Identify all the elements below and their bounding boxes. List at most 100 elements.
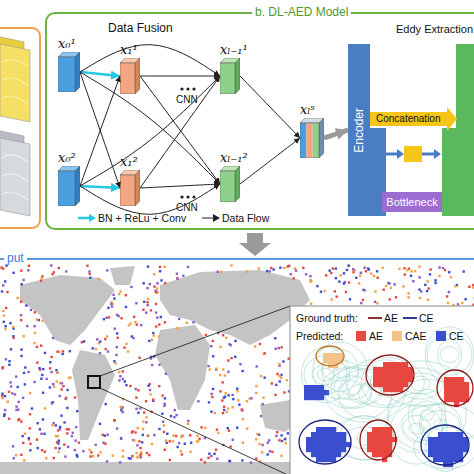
predicted-cell bbox=[388, 377, 393, 382]
eddy-dot bbox=[219, 346, 221, 348]
eddy-dot bbox=[250, 397, 252, 399]
eddy-dot bbox=[266, 453, 268, 455]
eddy-dot bbox=[16, 386, 18, 388]
predicted-cell bbox=[393, 362, 398, 367]
eddy-dot bbox=[10, 348, 12, 350]
predicted-cell bbox=[304, 390, 309, 395]
predicted-cell bbox=[372, 432, 377, 437]
contour-line bbox=[403, 415, 431, 442]
eddy-dot bbox=[450, 276, 452, 278]
eddy-dot bbox=[269, 270, 271, 272]
network-block: Encoder bbox=[348, 44, 370, 216]
predicted-cell bbox=[449, 387, 454, 392]
eddy-dot bbox=[434, 282, 436, 284]
eddy-dot bbox=[230, 264, 232, 266]
ground-truth-outline bbox=[421, 425, 469, 465]
eddy-dot bbox=[328, 269, 330, 271]
cube-shape bbox=[220, 58, 240, 94]
predicted-cell bbox=[328, 358, 333, 363]
eddy-dot bbox=[23, 335, 25, 337]
data-flow-arrow bbox=[140, 76, 220, 77]
eddy-dot bbox=[229, 460, 231, 462]
eddy-dot bbox=[145, 421, 147, 423]
eddy-dot bbox=[10, 385, 12, 387]
predicted-cell bbox=[311, 447, 316, 452]
predicted-cell bbox=[378, 377, 383, 382]
eddy-dot bbox=[263, 376, 265, 378]
eddy-dot bbox=[40, 279, 42, 281]
cube-front bbox=[220, 171, 235, 202]
eddy-dot bbox=[156, 316, 158, 318]
contour-line bbox=[370, 369, 399, 396]
contour-line bbox=[301, 347, 349, 403]
predicted-cell bbox=[453, 457, 458, 462]
predicted-cell bbox=[464, 387, 469, 392]
predicted-cell bbox=[373, 377, 378, 382]
eddy-dot bbox=[176, 327, 178, 329]
eddy-dot bbox=[260, 375, 262, 377]
eddy-dot bbox=[113, 419, 115, 421]
eddy-dot bbox=[116, 427, 118, 429]
eddy-dot bbox=[207, 365, 209, 367]
cube-shape bbox=[120, 58, 140, 94]
eddy-dot bbox=[424, 284, 426, 286]
eddy-dot bbox=[13, 457, 15, 459]
eddy-dot bbox=[22, 442, 24, 444]
eddy-dot bbox=[44, 451, 46, 453]
predicted-cell bbox=[454, 397, 459, 402]
eddy-dot bbox=[12, 326, 14, 328]
predicted-cell bbox=[453, 437, 458, 442]
eddy-dot bbox=[442, 267, 444, 269]
eddy-dot bbox=[175, 435, 177, 437]
eddy-dot bbox=[210, 411, 212, 413]
eddy-dot bbox=[44, 352, 46, 354]
eddy-dot bbox=[208, 368, 210, 370]
eddy-dot bbox=[237, 399, 239, 401]
eddy-dot bbox=[88, 273, 90, 275]
eddy-dot bbox=[151, 339, 153, 341]
predicted-cell bbox=[453, 442, 458, 447]
image-texture bbox=[2, 155, 28, 200]
eddy-dot bbox=[164, 397, 166, 399]
predicted-cell bbox=[372, 452, 377, 457]
eddy-dot bbox=[125, 306, 127, 308]
eddy-dot bbox=[349, 298, 351, 300]
predicted-cell bbox=[309, 395, 314, 400]
eddy-dot bbox=[210, 393, 212, 395]
predicted-cell bbox=[438, 452, 443, 457]
eddy-dot bbox=[227, 427, 229, 429]
eddy-dot bbox=[120, 437, 122, 439]
contour-line bbox=[397, 368, 443, 399]
eddy-dot bbox=[36, 361, 38, 363]
predicted-cell bbox=[393, 387, 398, 392]
eddy-dot bbox=[1, 393, 3, 395]
arrow-head bbox=[397, 149, 404, 159]
eddy-dot bbox=[3, 321, 5, 323]
eddy-dot bbox=[275, 348, 277, 350]
panel-title: put bbox=[4, 252, 27, 264]
ground-truth-outline bbox=[299, 420, 351, 464]
eddy-dot bbox=[229, 445, 231, 447]
predicted-cell bbox=[306, 437, 311, 442]
eddy-dot bbox=[4, 395, 6, 397]
eddy-dot bbox=[94, 444, 96, 446]
eddy-dot bbox=[461, 302, 463, 304]
eddy-dot bbox=[56, 380, 58, 382]
eddy-dot bbox=[262, 396, 264, 398]
predicted-cell bbox=[321, 452, 326, 457]
eddy-dot bbox=[111, 305, 113, 307]
cube-shape bbox=[220, 166, 240, 202]
eddy-dot bbox=[131, 455, 133, 457]
continent bbox=[155, 325, 210, 410]
eddy-dot bbox=[181, 453, 183, 455]
eddy-dot bbox=[302, 267, 304, 269]
eddy-dot bbox=[90, 451, 92, 453]
section-label: Data Fusion bbox=[108, 22, 173, 34]
eddy-dot bbox=[274, 394, 276, 396]
eddy-dot bbox=[457, 303, 459, 305]
eddy-dot bbox=[280, 346, 282, 348]
predicted-cell bbox=[449, 382, 454, 387]
eddy-dot bbox=[286, 379, 288, 381]
predicted-cell bbox=[319, 390, 324, 395]
eddy-dot bbox=[347, 264, 349, 266]
